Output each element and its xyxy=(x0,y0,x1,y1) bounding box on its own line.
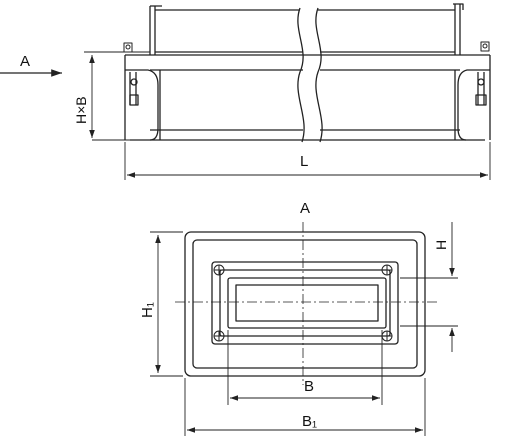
break-line-right xyxy=(315,7,323,143)
top-bolts xyxy=(123,41,490,53)
duct-opening xyxy=(235,284,379,322)
center-lines xyxy=(175,222,440,385)
b1-label: B₁ xyxy=(302,413,317,430)
outer-flange-inner xyxy=(192,239,418,369)
height-width-label: H×B xyxy=(73,96,89,124)
top-right-flange xyxy=(453,3,464,55)
outer-flange xyxy=(184,231,426,377)
left-flange-detail xyxy=(125,69,159,141)
h1-label: H₁ xyxy=(139,302,156,318)
duct-end-lines xyxy=(124,55,491,140)
view-title: A xyxy=(300,200,310,217)
b1-dimension: B₁ xyxy=(184,378,426,436)
length-dimension: L xyxy=(124,142,491,180)
view-arrow: A xyxy=(0,53,62,77)
b-dimension: B xyxy=(227,330,383,405)
length-label: L xyxy=(300,153,308,170)
right-flange-detail xyxy=(457,69,490,141)
top-left-flange xyxy=(149,5,162,55)
h-dimension: H xyxy=(400,222,458,352)
h-label: H xyxy=(433,240,449,250)
view-arrow-label: A xyxy=(20,53,30,70)
bolt-frame xyxy=(211,261,399,345)
break-line-left xyxy=(297,7,305,143)
duct-opening-outer xyxy=(227,277,387,329)
corner-bolts xyxy=(213,264,393,342)
side-view: A H×B xyxy=(0,3,491,180)
b-label: B xyxy=(304,378,314,395)
inner-end-lines xyxy=(159,70,456,140)
bolt-frame-inner xyxy=(219,269,391,337)
height-width-dimension: H×B xyxy=(73,51,150,141)
front-view: A H₁ xyxy=(139,200,458,436)
h1-dimension: H₁ xyxy=(139,231,183,377)
